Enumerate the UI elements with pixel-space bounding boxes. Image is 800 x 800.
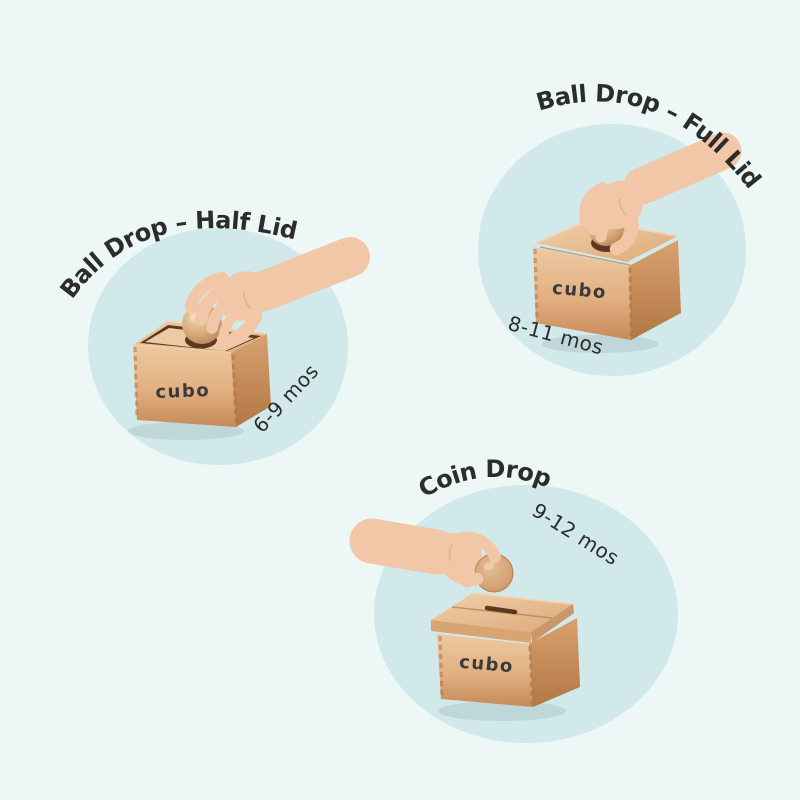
wooden-box-coin-drop: cubo [431, 592, 580, 707]
section-coin-drop: cubo Coin Drop 9-12 mos [349, 455, 678, 743]
cubo-logo: cubo [458, 652, 514, 678]
section-ball-drop-full-lid: cubo Ball Drop – Full Lid 8-11 mos [478, 79, 767, 376]
thumb [609, 213, 639, 256]
wooden-box-full-lid: cubo [533, 219, 681, 340]
middle-finger [194, 280, 236, 326]
child-hand-full-lid [579, 132, 742, 256]
index-finger [579, 182, 609, 227]
index-finger [456, 531, 501, 563]
rim-highlight [472, 592, 574, 605]
forearm [244, 237, 370, 311]
box-side-face [529, 618, 580, 707]
pinky-finger [219, 303, 248, 338]
finger-joints [438, 635, 534, 706]
ring-finger [206, 291, 242, 334]
box-front-face [533, 247, 631, 340]
lid-seam [539, 246, 631, 266]
child-hand-half-lid [184, 237, 370, 349]
forearm [349, 518, 459, 575]
thumb [219, 309, 263, 349]
cubo-logo: cubo [551, 278, 607, 304]
middle-finger [586, 190, 616, 235]
lid-front-lip [431, 620, 531, 643]
box-front-face [133, 345, 236, 427]
hand-crease [448, 544, 453, 561]
hand-crease [619, 198, 626, 215]
index-finger [184, 271, 229, 314]
hand-crease [243, 292, 251, 309]
finger-joints [133, 346, 238, 426]
cubo-logo: cubo [155, 380, 210, 403]
coin-highlight [483, 561, 495, 571]
thumb [440, 561, 484, 586]
wooden-coin [474, 553, 514, 593]
box-front-face [437, 634, 533, 707]
section-ball-drop-half-lid: cubo Ball Drop – Half Lid 6-9 mos [55, 206, 370, 466]
ring-finger [595, 200, 624, 243]
forearm [623, 132, 742, 205]
coin-slot [484, 605, 518, 615]
box-side-face [629, 240, 681, 340]
child-hand-coin-drop [349, 518, 514, 593]
lid-side-lip [531, 604, 574, 643]
finger-joints [533, 248, 633, 339]
box-side-face [231, 334, 271, 427]
lid-seam [451, 606, 553, 619]
box-shadow [128, 422, 244, 440]
